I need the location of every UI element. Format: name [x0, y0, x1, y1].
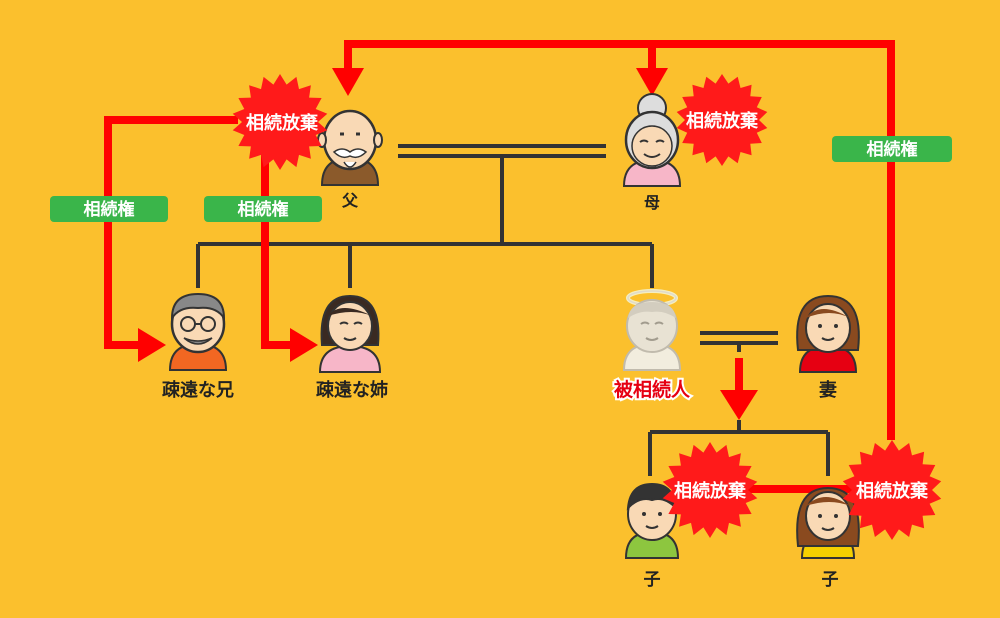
- family-lines: [196, 144, 830, 476]
- deceased-man-halo-icon: [622, 289, 682, 371]
- mother-label: 母: [644, 193, 660, 212]
- person-wife: 妻: [796, 294, 860, 401]
- right-badge-middle-text: 相続権: [238, 199, 289, 220]
- deceased-label: 被相続人: [614, 378, 691, 401]
- woman-red-icon: [796, 294, 860, 373]
- right-badge-left: 相続権: [50, 196, 168, 222]
- right-badge-right: 相続権: [832, 136, 952, 162]
- person-father: 父: [317, 109, 383, 210]
- woman-dark-hair-icon: [318, 294, 382, 373]
- right-badge-left-text: 相続権: [84, 199, 135, 220]
- arrow-heads: [138, 68, 758, 420]
- person-deceased: 被相続人: [612, 289, 693, 403]
- brother-label: 疎遠な兄: [162, 379, 234, 401]
- arrow-head-mother: [636, 68, 668, 96]
- person-sister: 疎遠な姉: [316, 294, 388, 401]
- elderly-man-mustache-icon: [317, 109, 383, 186]
- man-glasses-icon: [168, 292, 228, 371]
- wife-label: 妻: [819, 380, 837, 401]
- arrow-to-parents-route: [344, 40, 895, 440]
- person-child1: 子: [624, 482, 680, 590]
- person-brother: 疎遠な兄: [162, 292, 234, 401]
- girl-icon: [796, 486, 860, 559]
- renounce-burst-child1-text: 相続放棄: [674, 480, 747, 502]
- arrow-head-brother: [138, 328, 166, 362]
- arrow-head-father: [332, 68, 364, 96]
- renounce-burst-child2: 相続放棄: [842, 440, 942, 540]
- arrow-head-sister: [290, 328, 318, 362]
- arrow-head-children: [720, 390, 758, 420]
- right-badge-right-text: 相続権: [867, 139, 918, 160]
- renounce-burst-child1: 相続放棄: [662, 442, 758, 538]
- child2-label: 子: [822, 570, 839, 590]
- father-label: 父: [341, 191, 359, 210]
- arrow-father-to-brother-route: [104, 116, 238, 349]
- elderly-woman-icon: [622, 93, 682, 187]
- person-mother: 母: [622, 93, 682, 212]
- renounce-burst-father-text: 相続放棄: [246, 112, 319, 134]
- inheritance-arrows: [104, 40, 895, 493]
- renounce-burst-child2-text: 相続放棄: [856, 480, 929, 502]
- renounce-burst-mother-text: 相続放棄: [686, 110, 759, 132]
- person-child2: 子: [796, 486, 860, 590]
- sister-label: 疎遠な姉: [316, 379, 388, 401]
- renounce-burst-mother: 相続放棄: [676, 74, 768, 166]
- child1-label: 子: [644, 570, 661, 590]
- right-badge-middle: 相続権: [204, 196, 322, 222]
- renounce-burst-father: 相続放棄: [232, 74, 328, 170]
